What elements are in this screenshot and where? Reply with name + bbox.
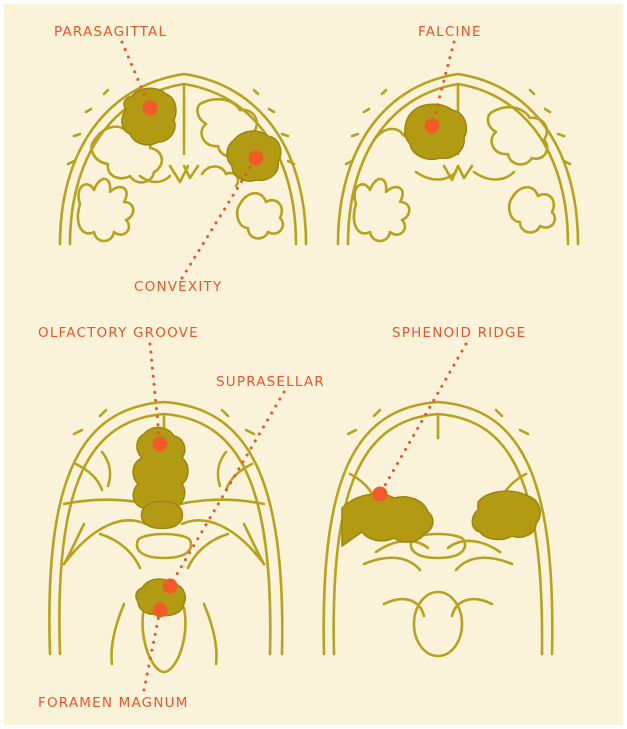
marker-sphenoid: [373, 487, 388, 502]
marker-foramen-magnum: [153, 603, 168, 618]
tumor-sphenoid-left: [342, 494, 433, 546]
meningioma-locations-figure: PARASAGITTAL FALCINE CONVEXITY OLFACTORY…: [4, 4, 623, 725]
marker-suprasellar: [163, 579, 178, 594]
leader-sphenoid: [380, 344, 466, 494]
illustration-canvas: [4, 4, 623, 725]
marker-convexity: [249, 151, 264, 166]
label-suprasellar: SUPRASELLAR: [216, 374, 325, 390]
marker-falcine: [425, 119, 440, 134]
label-foramen-magnum: FORAMEN MAGNUM: [38, 695, 189, 711]
label-sphenoid-ridge: SPHENOID RIDGE: [392, 325, 526, 341]
location-markers: [143, 101, 440, 618]
marker-olfactory: [153, 437, 168, 452]
tumor-olfactory-lower: [142, 502, 183, 529]
marker-parasagittal: [143, 101, 158, 116]
label-parasagittal: PARASAGITTAL: [54, 24, 167, 40]
label-falcine: FALCINE: [418, 24, 482, 40]
label-convexity: CONVEXITY: [134, 279, 222, 295]
coronal-skull-right: [338, 74, 578, 244]
label-olfactory-groove: OLFACTORY GROOVE: [38, 325, 199, 341]
tumor-sphenoid-right: [472, 491, 540, 539]
tumor-parasagittal: [122, 88, 176, 145]
